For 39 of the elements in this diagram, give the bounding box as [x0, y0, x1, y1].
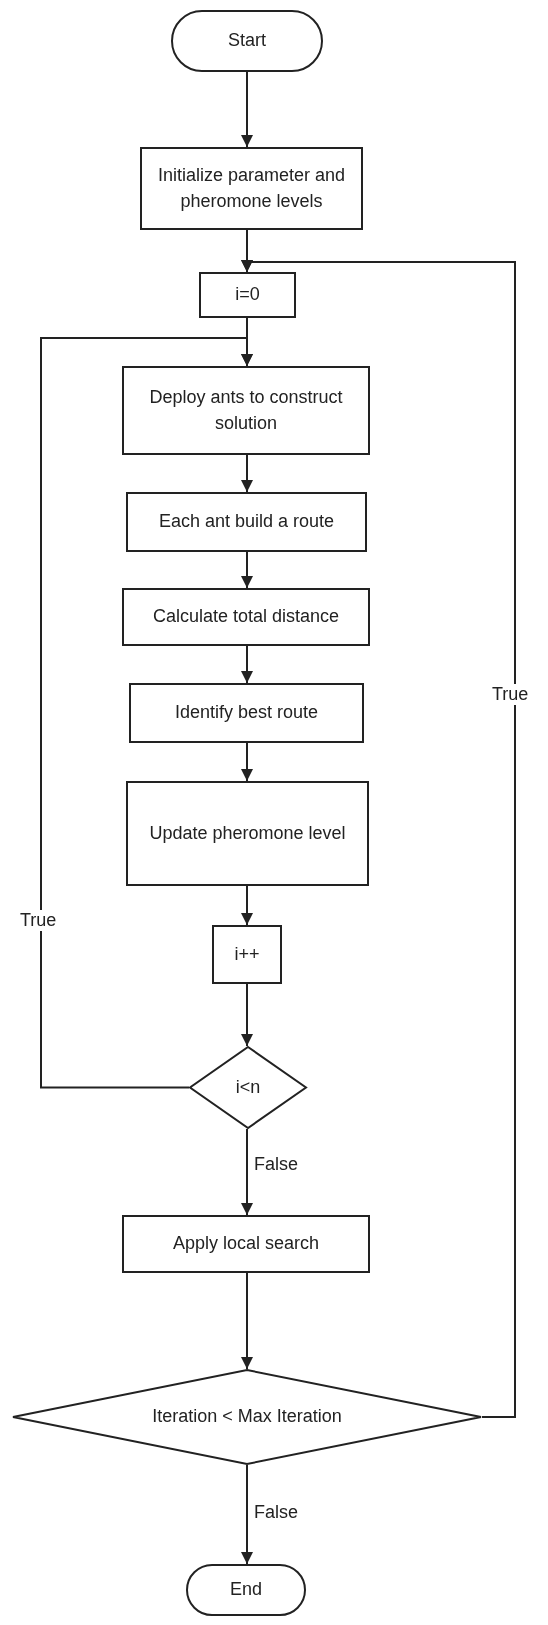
node-label: Apply local search — [172, 1232, 320, 1256]
arrow — [241, 71, 253, 148]
node-label: Start — [228, 29, 266, 53]
node-label: i++ — [234, 942, 260, 966]
node-label: Deploy ants to construct solution — [148, 386, 344, 435]
process-box — [122, 1215, 370, 1273]
process-box — [140, 147, 363, 230]
arrow — [241, 885, 253, 926]
arrow — [241, 454, 253, 493]
arrow — [241, 1272, 253, 1370]
node-label: Iteration < Max Iteration — [152, 1405, 342, 1429]
process-box — [199, 272, 296, 318]
arrow — [40, 337, 253, 1089]
process-box — [122, 366, 370, 455]
node-label: Initialize parameter and pheromone levels — [156, 164, 347, 213]
edge-label: True — [490, 684, 531, 705]
arrow — [241, 551, 253, 589]
process-box — [126, 781, 369, 886]
node-label: i<n — [235, 1075, 261, 1099]
process-box — [126, 492, 367, 552]
terminal-pill — [186, 1564, 306, 1616]
arrow — [241, 645, 253, 684]
decision-diamond — [12, 1369, 482, 1465]
arrow — [241, 983, 253, 1047]
node-label: Calculate total distance — [152, 605, 340, 629]
process-box — [129, 683, 364, 743]
arrow — [241, 260, 516, 1418]
edge-label: True — [18, 910, 59, 931]
process-box — [212, 925, 282, 984]
node-label: Update pheromone level — [149, 821, 346, 845]
node-label: Identify best route — [174, 701, 319, 725]
node-label: i=0 — [235, 283, 260, 307]
node-label: Each ant build a route — [158, 510, 335, 534]
arrow — [241, 742, 253, 782]
arrow — [241, 1128, 253, 1216]
arrow — [241, 1464, 253, 1565]
process-box — [122, 588, 370, 646]
node-label: End — [230, 1578, 262, 1602]
decision-diamond — [189, 1046, 307, 1129]
